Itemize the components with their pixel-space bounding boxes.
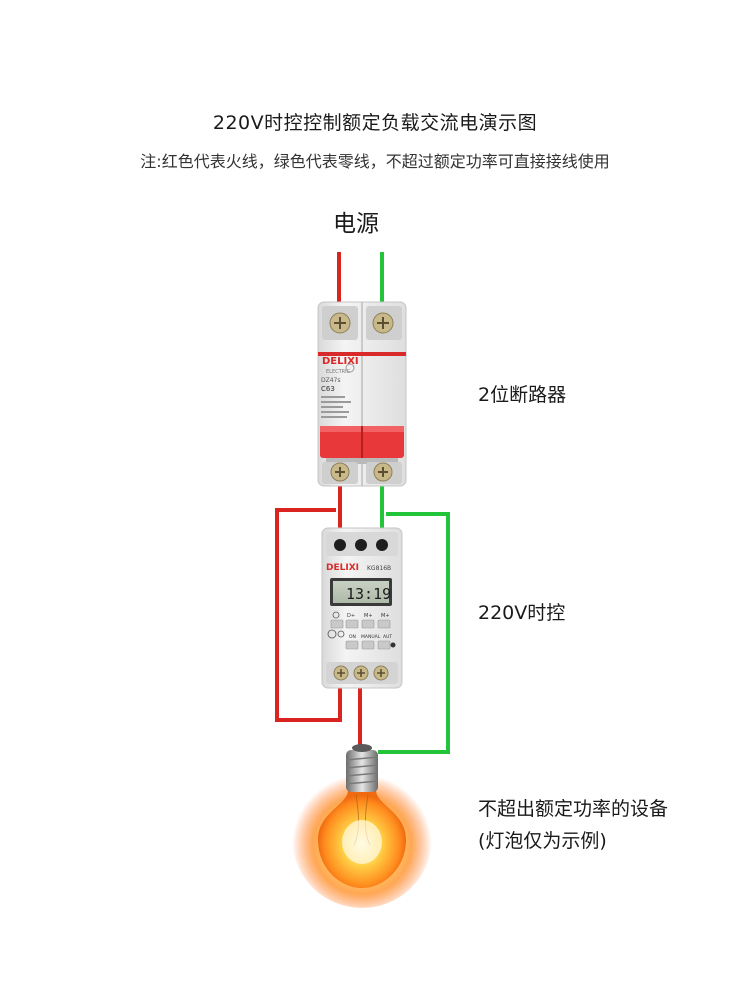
breaker-label: 2位断路器: [478, 384, 567, 406]
timer-button-label-2: M+: [364, 613, 373, 619]
timer-switch: DELIXI KG816B 13:19 D+ M+ M+ ON MANUAL A…: [321, 527, 403, 689]
circuit-breaker: DELIXI ELECTRIC DZ47s C63: [317, 301, 407, 487]
device-label-line1: 不超出额定功率的设备: [478, 798, 669, 820]
breaker-rating: C63: [321, 385, 335, 393]
terminal-screw-icon: [334, 539, 346, 551]
terminal-screw-icon: [373, 462, 393, 482]
timer-brand: DELIXI: [326, 563, 359, 573]
terminal-screw-icon: [353, 665, 369, 681]
power-source-label: 电源: [333, 211, 379, 237]
breaker-brand: DELIXI: [322, 356, 359, 367]
neutral-loop-wire: [378, 512, 450, 754]
timer-button-label-3: M+: [381, 613, 390, 619]
timer-lower-label-2: MANUAL: [361, 634, 381, 640]
lcd-display-icon: 13:19: [330, 578, 392, 606]
terminal-screw-icon: [355, 539, 367, 551]
timer-model: KG816B: [367, 565, 391, 572]
timer-label: 220V时控: [478, 602, 566, 624]
terminal-screw-icon: [330, 462, 350, 482]
timer-display: 13:19: [346, 585, 391, 603]
timer-button-label-1: D+: [347, 613, 355, 619]
timer-lower-label-1: ON: [349, 634, 356, 640]
terminal-screw-icon: [372, 312, 394, 334]
breaker-small-text: ELECTRIC: [326, 369, 351, 375]
timer-lower-label-3: AUT: [383, 634, 392, 640]
terminal-screw-icon: [329, 312, 351, 334]
light-bulb-icon: [292, 744, 432, 908]
terminal-screw-icon: [376, 539, 388, 551]
terminal-screw-icon: [373, 665, 389, 681]
device-label-line2: (灯泡仅为示例): [478, 830, 607, 852]
diagram-title: 220V时控控制额定负载交流电演示图: [212, 112, 538, 134]
timer-buttons: [330, 619, 391, 650]
diagram-note: 注:红色代表火线，绿色代表零线，不超过额定功率可直接接线使用: [140, 152, 610, 171]
terminal-screw-icon: [333, 665, 349, 681]
live-loop-wire: [275, 508, 342, 722]
device-label: 不超出额定功率的设备 (灯泡仅为示例): [478, 793, 668, 857]
breaker-model: DZ47s: [321, 377, 341, 384]
breaker-handle: [320, 426, 404, 464]
